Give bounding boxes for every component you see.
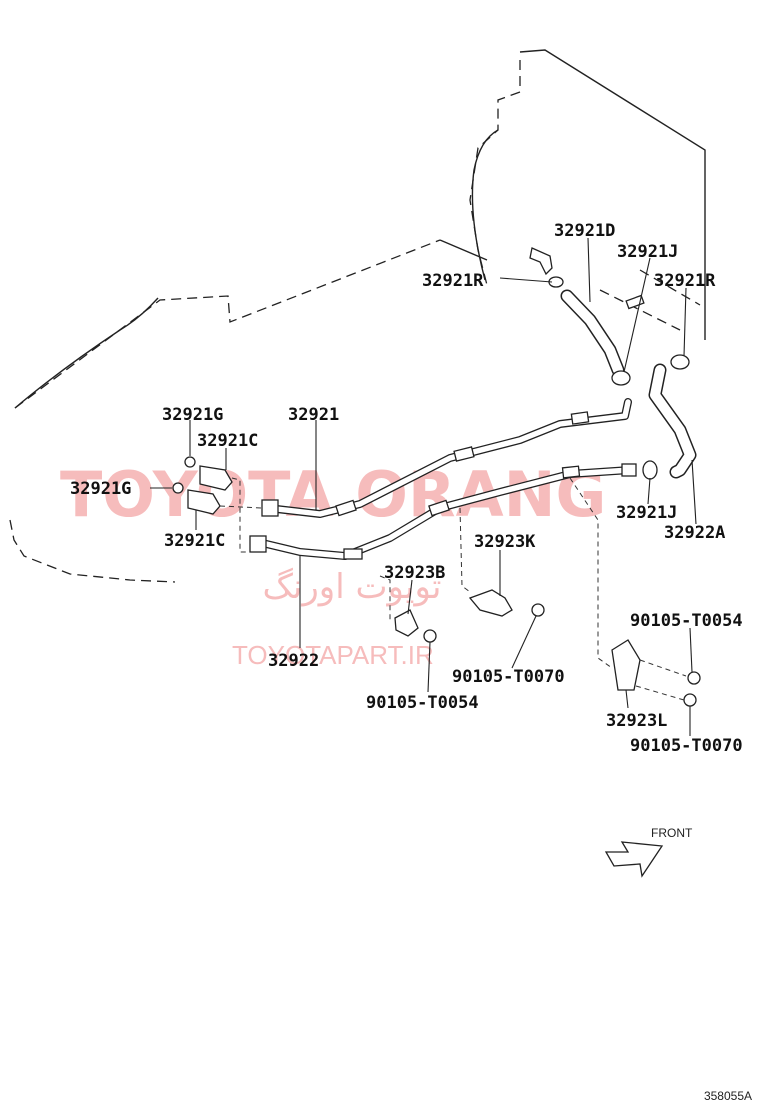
pipe-32922	[249, 463, 637, 560]
clamp-32921J-bottom	[642, 460, 658, 480]
brackets	[379, 477, 701, 707]
part-labels: 32921D 32921J 32921R 32921R 32921G 32921…	[70, 221, 743, 756]
label-32921R-left: 32921R	[422, 271, 484, 291]
label-90105-T0054-right: 90105-T0054	[630, 611, 743, 631]
front-arrow-icon	[604, 841, 664, 878]
label-32921C-top: 32921C	[197, 431, 258, 451]
pipe-32921	[261, 398, 632, 518]
label-32922: 32922	[268, 651, 319, 671]
label-32921J-bottom: 32921J	[616, 503, 677, 523]
clamp-32921J-top	[611, 370, 631, 386]
clamps	[548, 276, 690, 480]
watermark-title: TOYOTA ORANG	[60, 458, 606, 531]
bolt-90105-T0054-right	[687, 671, 701, 685]
union-32921C-bottom	[187, 489, 221, 515]
union-32921C-top	[199, 465, 233, 491]
watermark: TOYOTA ORANG تویوت اورنگ TOYOTAPART.IR	[60, 458, 606, 670]
oring-32921G-top	[184, 456, 196, 468]
label-32922A: 32922A	[664, 523, 725, 543]
label-32921C-bottom: 32921C	[164, 531, 225, 551]
front-indicator: FRONT	[604, 826, 693, 878]
label-32921R-right: 32921R	[654, 271, 716, 291]
figure-code: 358055A	[704, 1089, 752, 1103]
hose-32922A	[648, 363, 697, 479]
bolt-90105-T0054-bottom	[423, 629, 437, 643]
label-32921G-left: 32921G	[70, 479, 131, 499]
bracket-32923L	[611, 639, 641, 691]
oring-32921G-left	[172, 482, 184, 494]
bolt-90105-T0070-mid	[531, 603, 545, 617]
hose-32921D	[529, 247, 645, 377]
label-32921: 32921	[288, 405, 339, 425]
transmission-outline	[9, 49, 706, 583]
label-32923B: 32923B	[384, 563, 445, 583]
label-32921G-top: 32921G	[162, 405, 223, 425]
leader-lines	[150, 237, 697, 736]
front-label: FRONT	[651, 826, 693, 840]
bracket-32923K	[468, 589, 513, 617]
label-32923L: 32923L	[606, 711, 667, 731]
watermark-url: TOYOTAPART.IR	[232, 640, 434, 670]
bracket-32923B	[394, 609, 419, 637]
label-90105-T0070-mid: 90105-T0070	[452, 667, 565, 687]
label-90105-T0070-right: 90105-T0070	[630, 736, 743, 756]
clamp-32921R-right	[670, 354, 690, 370]
label-90105-T0054-bottom: 90105-T0054	[366, 693, 479, 713]
label-32921J-top: 32921J	[617, 242, 678, 262]
unions	[172, 456, 263, 553]
label-32921D: 32921D	[554, 221, 615, 241]
label-32923K: 32923K	[474, 532, 536, 552]
bolt-90105-T0070-right	[683, 693, 697, 707]
